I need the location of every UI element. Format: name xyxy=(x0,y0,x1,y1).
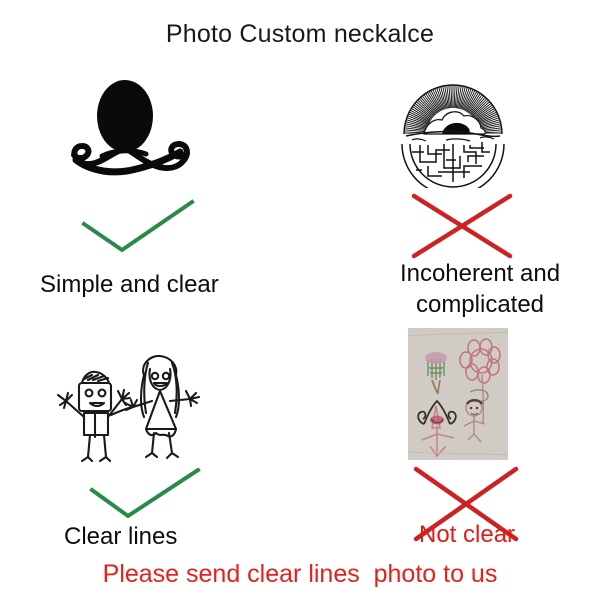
caption-incoherent-line1: Incoherent and xyxy=(399,260,561,287)
caption-clear-lines: Clear lines xyxy=(64,523,178,550)
caption-not-clear: Not clear xyxy=(419,521,516,548)
radial-maze-sunburst-icon xyxy=(401,84,505,192)
check-icon xyxy=(81,199,195,253)
stick-figure-couple-icon xyxy=(56,354,201,463)
artwork-woman-head-silhouette xyxy=(62,76,212,186)
caption-incoherent-line2: complicated xyxy=(415,291,545,318)
red-cross-mark-top-right xyxy=(408,192,516,260)
woman-head-silhouette-icon xyxy=(71,80,190,176)
footer-message: Please send clear lines photo to us xyxy=(102,560,498,588)
page-title: Photo Custom neckalce xyxy=(165,20,435,48)
green-check-mark-bottom-left xyxy=(88,467,208,520)
check-icon xyxy=(89,467,201,519)
child-crayon-drawing-image xyxy=(408,328,508,460)
cross-icon xyxy=(411,193,513,259)
photo-child-crayon-drawing xyxy=(408,328,508,460)
artwork-radial-maze-sunburst xyxy=(398,78,508,192)
green-check-mark-top-left xyxy=(78,198,198,256)
caption-incoherent-and-complicated: Incoherent and complicated xyxy=(382,258,578,320)
artwork-stick-figure-couple xyxy=(36,345,226,465)
caption-simple-and-clear: Simple and clear xyxy=(40,271,219,298)
